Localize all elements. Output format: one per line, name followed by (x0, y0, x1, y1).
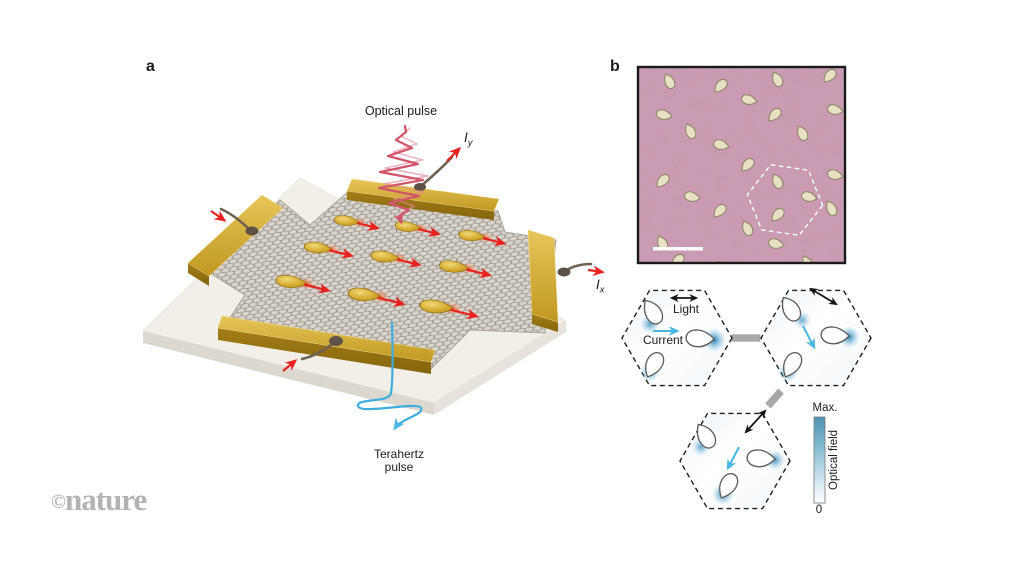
current-y-label: Iy (464, 130, 473, 149)
solder-blob (329, 336, 343, 346)
current-y-symbol: I (464, 130, 468, 145)
solder-blob (557, 267, 571, 277)
optical-field-colorbar (813, 416, 826, 504)
terahertz-wave (356, 321, 423, 431)
wire-top (419, 155, 454, 188)
solder-blob (414, 183, 426, 191)
panel-a-label: a (146, 58, 155, 75)
micrograph-frame (636, 65, 847, 265)
terahertz-line1: Terahertz (373, 447, 425, 461)
current-label: Current (642, 333, 684, 347)
antenna (274, 273, 331, 294)
light-polarization-arrow (809, 287, 838, 306)
light-label: Light (672, 302, 700, 316)
left-arrow (210, 210, 227, 222)
current-x-label: Ix (596, 277, 605, 296)
connector-diagonal (765, 388, 784, 409)
photocurrent-arrow (377, 296, 406, 307)
ix-arrow (587, 265, 605, 276)
unit-cell (679, 409, 791, 510)
current-direction-arrow (726, 446, 740, 471)
current-x-symbol: I (596, 277, 600, 292)
photocurrent-arrow (303, 283, 331, 294)
unit-cell (760, 287, 872, 387)
bottom-arrow (282, 359, 298, 372)
solder-blob (245, 226, 259, 236)
colorbar-axis-label: Optical field (828, 429, 840, 491)
gold-electrode-right (527, 229, 559, 332)
contact-wires (219, 155, 593, 361)
photocurrent-arrow (357, 220, 380, 231)
colorbar-gradient (813, 416, 826, 504)
current-arrows (210, 146, 605, 372)
antenna (303, 240, 355, 259)
terahertz-line2: pulse (384, 459, 414, 474)
light-polarization-arrow (744, 409, 767, 434)
terahertz-pulse-label: Terahertz pulse (374, 448, 424, 474)
device-illustration (142, 124, 605, 431)
nature-watermark: ©nature (51, 482, 147, 517)
unit-cell (621, 289, 733, 387)
micrograph-texture-fine (638, 67, 845, 263)
current-y-subscript: y (467, 137, 473, 149)
photocurrent-arrow (329, 248, 355, 259)
gold-electrode-left (187, 194, 284, 286)
antenna-array (274, 214, 507, 320)
unit-cell-outline (746, 164, 824, 236)
photocurrent-arrow (396, 257, 422, 268)
antenna (370, 249, 422, 268)
current-direction-arrow (802, 325, 816, 350)
photocurrent-arrow (482, 235, 507, 247)
colorbar-max-label: Max. (812, 402, 838, 414)
optical-pulse-label: Optical pulse (364, 104, 438, 118)
panel-b-label: b (610, 58, 620, 75)
antenna (438, 259, 492, 279)
optical-pulse-coil (377, 124, 429, 225)
iy-arrow (446, 146, 462, 162)
antenna (418, 298, 480, 320)
current-x-subscript: x (599, 284, 605, 296)
gold-electrode-bottom (217, 315, 436, 374)
micrograph (636, 65, 847, 265)
photocurrent-arrow (449, 308, 480, 320)
antenna (394, 220, 441, 237)
photocurrent-arrow (465, 267, 492, 279)
antenna (333, 214, 380, 231)
copyright-symbol: © (51, 491, 66, 513)
scale-bar (653, 247, 703, 251)
unit-cell-diagrams (621, 287, 872, 510)
antenna (347, 286, 406, 307)
photocurrent-arrow (418, 226, 441, 237)
watermark-name: nature (64, 482, 147, 517)
colorbar-min-label: 0 (815, 504, 823, 516)
antenna (457, 229, 507, 247)
connector-horizontal (731, 334, 761, 342)
